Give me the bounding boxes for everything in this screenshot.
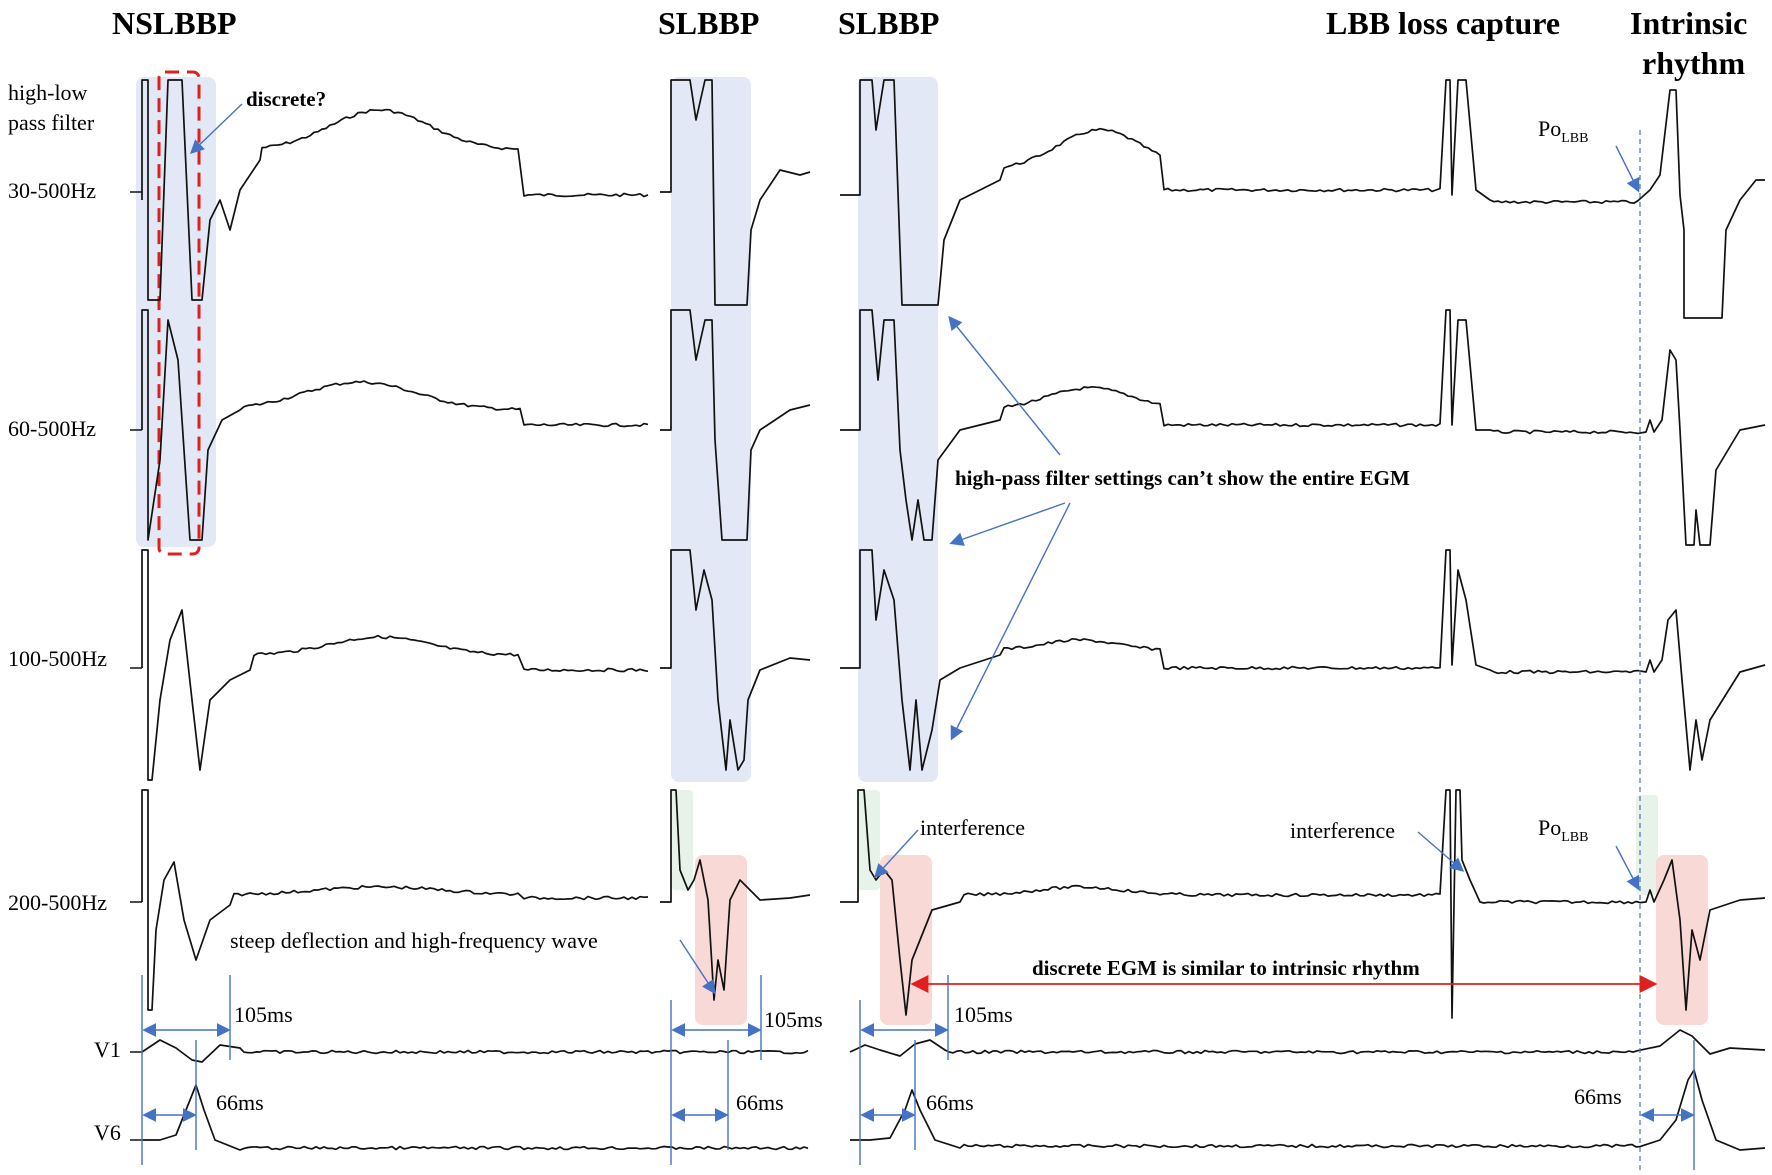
column-titles: NSLBBP SLBBP SLBBP LBB loss capture Intr… <box>112 5 1747 81</box>
trace-100hz-slbbp1 <box>660 549 811 771</box>
row-ticks <box>130 191 142 1141</box>
discrete-similar-label: discrete EGM is similar to intrinsic rhy… <box>1032 956 1420 980</box>
v6-slbbp-1: 66ms <box>736 1090 784 1115</box>
filter-header-line2: pass filter <box>8 110 95 135</box>
trace-v1-right <box>849 1029 1766 1057</box>
slbbp1-blue-highlight <box>671 77 751 782</box>
interference-label-2: interference <box>1290 818 1395 843</box>
trace-v6-right <box>850 1069 1766 1151</box>
lead-label-v1: V1 <box>94 1037 121 1062</box>
title-slbbp-2: SLBBP <box>838 5 939 41</box>
trace-100hz-slbbp2 <box>840 549 1766 771</box>
trace-60hz-nslbbp <box>141 309 649 541</box>
trace-100hz-nslbbp <box>141 549 649 781</box>
lead-label-v6: V6 <box>94 1120 121 1145</box>
title-intrinsic-line1: Intrinsic <box>1630 5 1747 41</box>
title-nslbbp: NSLBBP <box>112 5 236 41</box>
interference-label-1: interference <box>920 815 1025 840</box>
trace-60hz-slbbp2 <box>840 309 1766 546</box>
filter-label-100: 100-500Hz <box>8 646 107 671</box>
intrinsic-green-highlight <box>1636 795 1658 895</box>
high-pass-note: high-pass filter settings can’t show the… <box>955 466 1410 490</box>
qrs-nslbbp: 105ms <box>234 1002 293 1027</box>
title-intrinsic-line2: rhythm <box>1642 45 1745 81</box>
po-lbb-top-main: Po <box>1538 116 1561 141</box>
nslbbp-blue-highlight <box>136 77 216 547</box>
trace-30hz-nslbbp <box>141 79 649 301</box>
trace-30hz-slbbp2 <box>840 79 1765 319</box>
slbbp2-red-highlight <box>880 855 932 1025</box>
measurement-labels: 105ms 66ms 105ms 66ms 105ms 66ms 66ms <box>216 1002 1622 1115</box>
egm-traces <box>141 79 1766 1151</box>
qrs-slbbp-2: 105ms <box>954 1002 1013 1027</box>
title-lbb-loss-capture: LBB loss capture <box>1326 5 1560 41</box>
po-lbb-bottom-main: Po <box>1538 815 1561 840</box>
po-lbb-top-label: PoLBB <box>1538 116 1588 146</box>
trace-30hz-slbbp1 <box>660 79 811 306</box>
highlight-boxes <box>136 70 1708 1025</box>
v6-slbbp-2: 66ms <box>926 1090 974 1115</box>
filter-label-30: 30-500Hz <box>8 178 96 203</box>
trace-200hz-slbbp1 <box>660 789 811 1001</box>
discrete-label: discrete? <box>246 87 326 111</box>
filter-label-60: 60-500Hz <box>8 416 96 441</box>
qrs-slbbp-1: 105ms <box>764 1007 823 1032</box>
filter-label-200: 200-500Hz <box>8 890 107 915</box>
trace-200hz-slbbp2 <box>840 789 1766 1019</box>
trace-200hz-nslbbp <box>141 789 649 1011</box>
v6-nslbbp: 66ms <box>216 1090 264 1115</box>
measurement-lines <box>141 975 1695 1170</box>
annotations: discrete? PoLBB high-pass filter setting… <box>189 87 1658 995</box>
trace-v1-left <box>141 1039 809 1063</box>
trace-v6-left <box>142 1084 809 1151</box>
row-labels: high-low pass filter 30-500Hz 60-500Hz 1… <box>8 80 121 1145</box>
po-lbb-top-sub: LBB <box>1561 131 1588 146</box>
v6-intrinsic: 66ms <box>1574 1084 1622 1109</box>
title-slbbp-1: SLBBP <box>658 5 759 41</box>
nslbbp-dashed-red-box <box>157 70 201 556</box>
po-lbb-bottom-sub: LBB <box>1561 830 1588 845</box>
steep-deflection-label: steep deflection and high-frequency wave <box>230 928 598 953</box>
filter-header-line1: high-low <box>8 80 88 105</box>
trace-60hz-slbbp1 <box>660 309 811 541</box>
po-lbb-bottom-label: PoLBB <box>1538 815 1588 845</box>
